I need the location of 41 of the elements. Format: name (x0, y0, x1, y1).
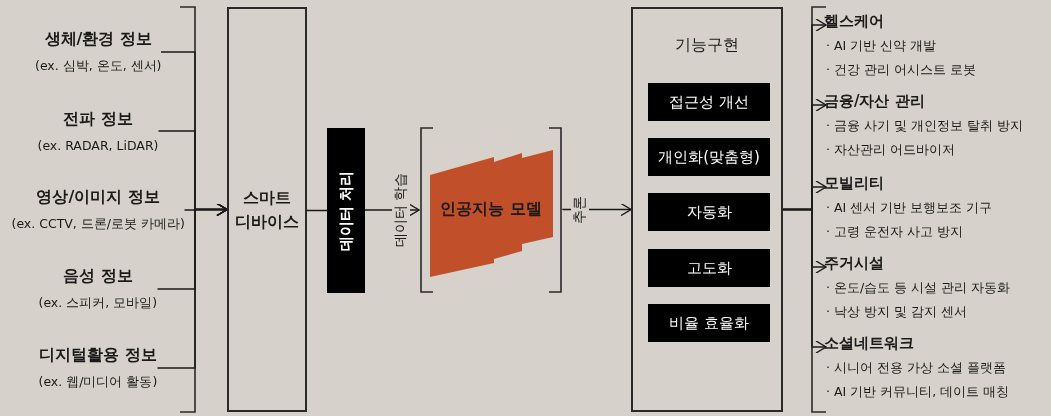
model-box (419, 127, 563, 293)
category-heading: 소셜네트워크 (824, 334, 915, 353)
source-title: 영상/이미지 정보 (36, 187, 160, 208)
process-box (327, 128, 365, 293)
function-box: 자동화 (648, 193, 770, 231)
function-box: 고도화 (648, 249, 770, 287)
process-label: 데이터 처리 (336, 170, 356, 251)
source-title: 전파 정보 (63, 109, 133, 130)
source-title: 디지털활용 정보 (39, 345, 157, 366)
bullet-item: · 온도/습도 등 시설 관리 자동화 (826, 279, 1012, 297)
source-title: 생체/환경 정보 (44, 29, 152, 50)
category-heading: 헬스케어 (824, 12, 885, 31)
bullet-item: · 자산관리 어드바이저 (826, 141, 956, 159)
source-example: (ex. CCTV, 드론/로봇 카메라) (11, 216, 185, 233)
connector-line (306, 208, 328, 212)
source-example: (ex. RADAR, LiDAR) (37, 138, 159, 153)
bullet-item: · AI 기반 신약 개발 (826, 37, 938, 55)
panel-title: 기능구현 (674, 35, 740, 56)
arrow (156, 202, 228, 369)
bullet-item: · AI 센서 기반 보행보조 기구 (826, 199, 994, 217)
function-box: 개인화(맞춤형) (648, 138, 770, 176)
bullet-item: · 고령 운전자 사고 방지 (826, 223, 964, 241)
source-example: (ex. 웹/미디어 활동) (38, 374, 158, 391)
function-box: 비율 효율화 (648, 304, 770, 342)
function-box: 접근성 개선 (648, 83, 770, 121)
model-label: 인공지능 모델 (439, 199, 543, 220)
device-label: 스마트 디바이스 (235, 186, 299, 233)
function-panel (631, 7, 783, 412)
category-heading: 주거시설 (824, 254, 885, 273)
bullet-item: · AI 기반 커뮤니티, 데이트 매칭 (826, 383, 1011, 401)
source-title: 음성 정보 (62, 266, 133, 287)
bullet-item: · 건강 관리 어시스트 로봇 (826, 61, 977, 79)
category-heading: 모빌리티 (824, 174, 885, 193)
bullet-item: · 낙상 방지 및 감지 센서 (826, 303, 968, 321)
category-heading: 금융/자산 관리 (824, 92, 926, 111)
arrow (782, 208, 827, 354)
bullet-item: · 금융 사기 및 개인정보 탈취 방지 (826, 117, 1024, 135)
bullet-item: · 시니어 전용 가상 소셜 플랫폼 (826, 359, 1007, 377)
device-box (227, 7, 307, 412)
source-example: (ex. 심박, 온도, 센서) (35, 58, 162, 75)
source-example: (ex. 스피커, 모바일) (38, 295, 157, 312)
